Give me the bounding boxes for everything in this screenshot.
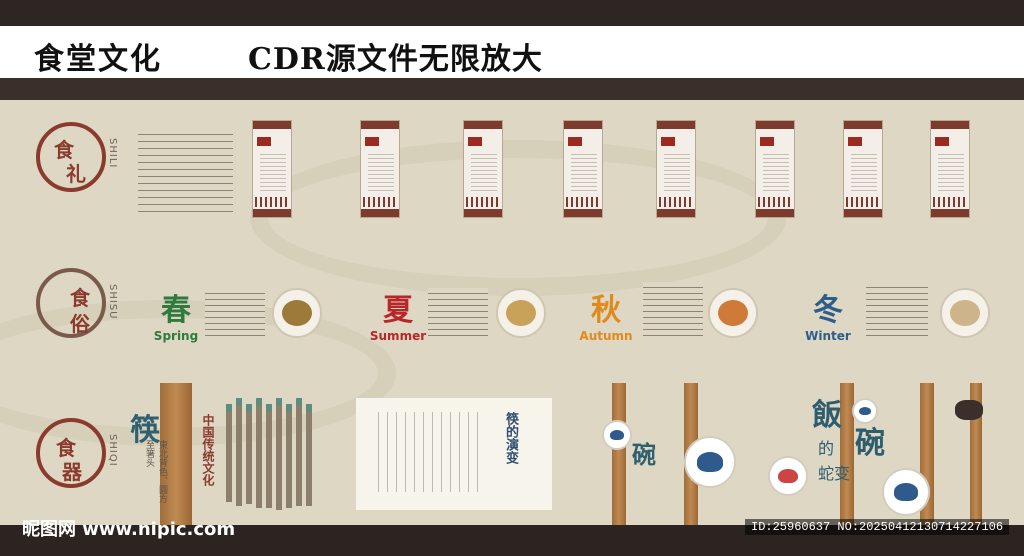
top-dark-bar — [0, 0, 1024, 26]
shisu-char2: 俗 — [70, 312, 90, 336]
shili-paragraph — [138, 128, 233, 216]
autumn-food-image — [708, 288, 758, 338]
chopsticks-traditional: 中国传统文化 — [201, 414, 215, 486]
chopstick — [256, 398, 262, 508]
season-summer-en: Summer — [369, 329, 427, 343]
scroll-panel-1 — [252, 120, 292, 218]
shiqi-pinyin: SHIQI — [107, 434, 118, 467]
chopstick — [296, 398, 302, 506]
season-winter-cn: 冬 — [813, 293, 843, 328]
dark-band — [0, 78, 1024, 100]
page-subtitle: CDR源文件无限放大 — [248, 42, 543, 77]
season-spring: 春 Spring — [146, 285, 206, 343]
chopstick — [226, 404, 232, 502]
winter-food-image — [940, 288, 990, 338]
season-summer: 夏 Summer — [366, 285, 430, 343]
evolution-paper: 筷的演变 — [356, 398, 552, 510]
shisu-char1: 食 — [70, 286, 90, 310]
spring-paragraph — [205, 288, 265, 338]
watermark-site: 昵图网 www.nipic.com — [22, 519, 236, 540]
chopstick-plank — [160, 383, 192, 525]
bowl-image — [882, 468, 930, 516]
scroll-panel-2 — [360, 120, 400, 218]
chopstick — [236, 398, 242, 506]
bowl-plank — [840, 383, 854, 525]
season-winter-en: Winter — [805, 329, 851, 343]
bowl-bianhua: 蛇变 — [818, 464, 851, 483]
scroll-panel-8 — [930, 120, 970, 218]
bowl-de: 的 — [818, 439, 835, 458]
chopstick — [286, 404, 292, 508]
season-summer-cn: 夏 — [383, 293, 413, 328]
shiqi-seal: 食 器 SHIQI — [36, 418, 118, 488]
bowl-image — [768, 456, 808, 496]
chopstick — [306, 404, 312, 506]
shisu-seal: 食 俗 SHISU — [36, 268, 118, 338]
summer-paragraph — [428, 288, 488, 338]
display-panel: 食 礼 SHILI 食 俗 SHISU 春 Spring 夏 Summer 秋 … — [0, 100, 1024, 525]
shili-pinyin: SHILI — [107, 138, 118, 169]
shili-char1: 食 — [54, 138, 74, 162]
chopsticks-title: 筷 — [130, 413, 160, 448]
teapot-image — [955, 400, 983, 420]
bowl-image — [602, 420, 632, 450]
season-spring-en: Spring — [153, 329, 199, 343]
title-bar: 食堂文化 CDR源文件无限放大 — [0, 26, 1024, 78]
watermark-id: ID:25960637 NO:20250412130714227106 — [745, 519, 1010, 535]
chopstick — [276, 398, 282, 510]
bowl-image — [852, 398, 878, 424]
bg-swirl — [250, 140, 786, 296]
bowl-wan: 碗 — [855, 426, 885, 461]
bowl-image — [684, 436, 736, 488]
chopsticks-evolution-title: 筷的演变 — [503, 412, 518, 464]
scroll-panel-5 — [656, 120, 696, 218]
shiqi-char2: 器 — [62, 460, 82, 484]
summer-food-image — [496, 288, 546, 338]
chopstick — [266, 404, 272, 508]
season-spring-cn: 春 — [161, 293, 191, 328]
season-autumn-en: Autumn — [579, 329, 633, 343]
bowl-fan: 飯 — [812, 398, 842, 433]
shili-seal: 食 礼 SHILI — [36, 122, 118, 192]
scroll-panel-6 — [755, 120, 795, 218]
bowl-plank — [612, 383, 626, 525]
shiqi-char1: 食 — [56, 436, 76, 460]
chopsticks-side-text: 東北背色、圓方至箸头 — [144, 440, 167, 503]
scroll-panel-7 — [843, 120, 883, 218]
winter-paragraph — [866, 282, 928, 338]
page-title: 食堂文化 — [34, 42, 162, 77]
bowl-title-char: 碗 — [632, 440, 656, 469]
scroll-panel-4 — [563, 120, 603, 218]
season-winter: 冬 Winter — [800, 285, 856, 343]
spring-food-image — [272, 288, 322, 338]
shili-char2: 礼 — [66, 162, 86, 186]
season-autumn: 秋 Autumn — [574, 285, 638, 343]
autumn-paragraph — [643, 282, 703, 338]
scroll-panel-3 — [463, 120, 503, 218]
season-autumn-cn: 秋 — [591, 293, 621, 328]
chopstick — [246, 404, 252, 504]
shisu-pinyin: SHISU — [107, 284, 118, 320]
